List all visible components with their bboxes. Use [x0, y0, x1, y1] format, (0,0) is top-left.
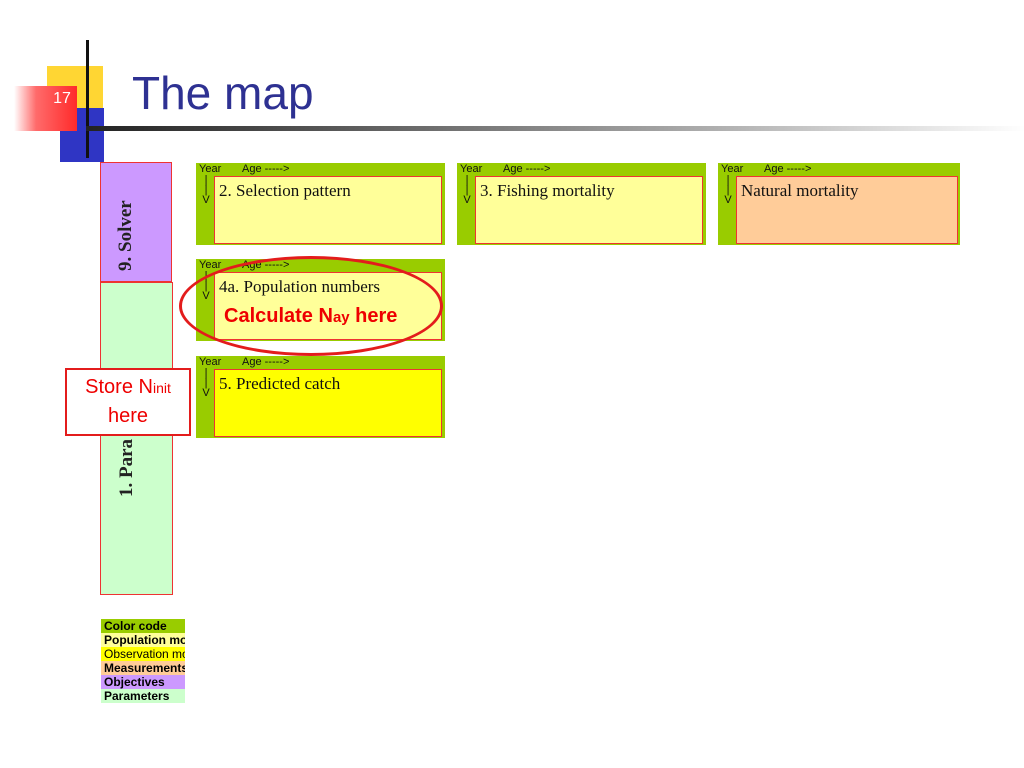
legend-item: Population model — [101, 633, 185, 647]
arrow-glyph: V — [463, 194, 471, 206]
sheet-cell: 5. Predicted catch — [214, 369, 442, 437]
arrow-glyph: | — [465, 174, 469, 186]
year-header: Year — [721, 163, 744, 175]
year-header: Year — [460, 163, 483, 175]
age-header: Age -----> — [764, 163, 812, 175]
highlight-ellipse — [179, 256, 443, 356]
legend-item: Observation model — [101, 647, 185, 661]
year-header: Year — [199, 163, 222, 175]
arrow-glyph: V — [202, 387, 210, 399]
title-decoration-red — [14, 86, 77, 131]
legend-item: Parameters — [101, 689, 185, 703]
arrow-glyph: | — [726, 174, 730, 186]
parameters-label: 1. Para — [116, 438, 137, 497]
parameters-sheet-tab: 1. Para — [100, 282, 173, 595]
title-vertical-rule — [86, 40, 89, 158]
calculate-annotation: Calculate Nay here — [224, 305, 398, 327]
store-annotation: Store Ninit here — [65, 368, 191, 436]
sheet-cell: Natural mortality — [736, 176, 958, 244]
legend-item: Color code — [101, 619, 185, 633]
year-header: Year — [199, 356, 222, 368]
arrow-glyph: | — [204, 184, 208, 196]
legend-item: Measurements — [101, 661, 185, 675]
age-header: Age -----> — [503, 163, 551, 175]
arrow-glyph: | — [465, 184, 469, 196]
solver-label: 9. Solver — [115, 200, 136, 271]
year-header: Year — [199, 259, 222, 271]
legend-item: Objectives — [101, 675, 185, 689]
down-arrow-icon: ||V — [202, 367, 210, 399]
slide-number: 17 — [53, 90, 71, 107]
arrow-glyph: | — [204, 377, 208, 389]
down-arrow-icon: ||V — [202, 174, 210, 206]
sheet-cell: 2. Selection pattern — [214, 176, 442, 244]
sheet-cell: 3. Fishing mortality — [475, 176, 703, 244]
age-header: Age -----> — [242, 356, 290, 368]
title-horizontal-rule — [86, 126, 1024, 131]
down-arrow-icon: ||V — [463, 174, 471, 206]
arrow-glyph: | — [726, 184, 730, 196]
arrow-glyph: | — [204, 174, 208, 186]
age-header: Age -----> — [242, 163, 290, 175]
page-title: The map — [132, 67, 314, 119]
solver-sheet-tab: 9. Solver — [100, 162, 172, 282]
down-arrow-icon: ||V — [724, 174, 732, 206]
arrow-glyph: V — [202, 194, 210, 206]
arrow-glyph: | — [204, 367, 208, 379]
arrow-glyph: V — [724, 194, 732, 206]
